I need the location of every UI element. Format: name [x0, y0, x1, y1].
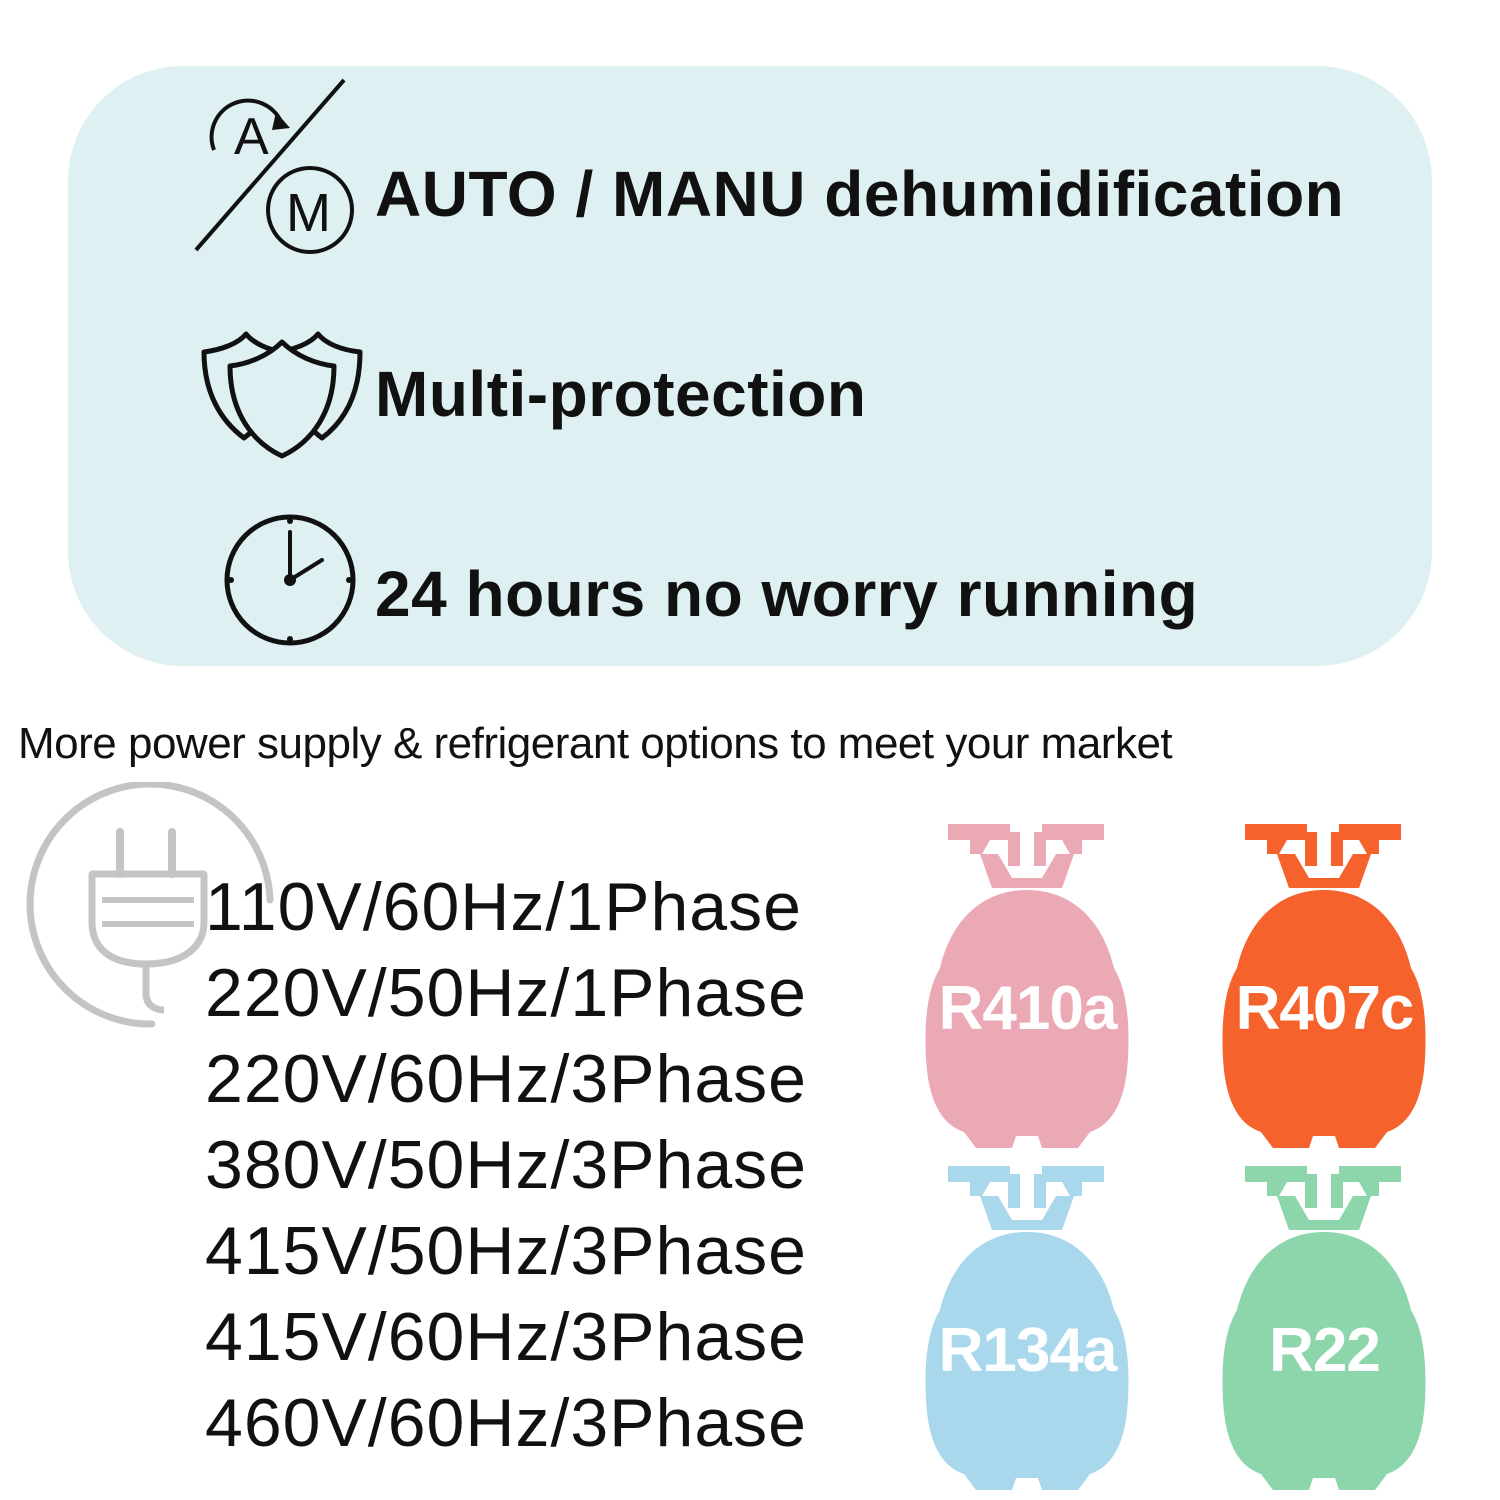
- shield-icon: [201, 331, 363, 459]
- feature-text-clock: 24 hours no worry running: [375, 558, 1199, 630]
- feature-text-auto-manu: AUTO / MANU dehumidification: [375, 158, 1345, 230]
- refrigerant-label: R410a: [938, 974, 1118, 1043]
- power-option: 220V/60Hz/3Phase: [205, 1041, 807, 1117]
- refrigerant-tank-icon: [925, 824, 1129, 1148]
- refrigerant-tank-icon: [1222, 824, 1426, 1148]
- clock-icon: [224, 514, 356, 646]
- options-subtitle: More power supply & refrigerant options …: [18, 719, 1173, 768]
- power-option: 220V/50Hz/1Phase: [205, 955, 807, 1031]
- refrigerant-tank-r22: R22: [1217, 1160, 1432, 1490]
- power-option: 460V/60Hz/3Phase: [205, 1385, 807, 1461]
- plug-icon: [26, 782, 274, 1028]
- refrigerant-tank-icon: [925, 1166, 1129, 1490]
- power-options-list: 110V/60Hz/1Phase 220V/50Hz/1Phase 220V/6…: [205, 864, 807, 1466]
- power-option: 110V/60Hz/1Phase: [205, 869, 802, 945]
- power-option: 380V/50Hz/3Phase: [205, 1127, 807, 1203]
- refrigerant-tank-icon: [1222, 1166, 1426, 1490]
- refrigerant-label: R22: [1269, 1316, 1381, 1385]
- auto-manual-icon: A M: [194, 78, 354, 254]
- auto-letter: A: [234, 108, 269, 166]
- feature-text-protection: Multi-protection: [375, 358, 867, 430]
- refrigerant-tank-r407c: R407c: [1217, 818, 1432, 1148]
- refrigerant-tank-r410a: R410a: [920, 818, 1135, 1148]
- power-option: 415V/60Hz/3Phase: [205, 1299, 807, 1375]
- power-option: 415V/50Hz/3Phase: [205, 1213, 807, 1289]
- refrigerant-label: R407c: [1235, 974, 1415, 1043]
- manual-letter: M: [286, 183, 331, 243]
- feature-panel: A M AUTO / MANU dehumidification Multi-p…: [68, 66, 1432, 666]
- refrigerant-tank-r134a: R134a: [920, 1160, 1135, 1490]
- refrigerant-label: R134a: [938, 1316, 1118, 1385]
